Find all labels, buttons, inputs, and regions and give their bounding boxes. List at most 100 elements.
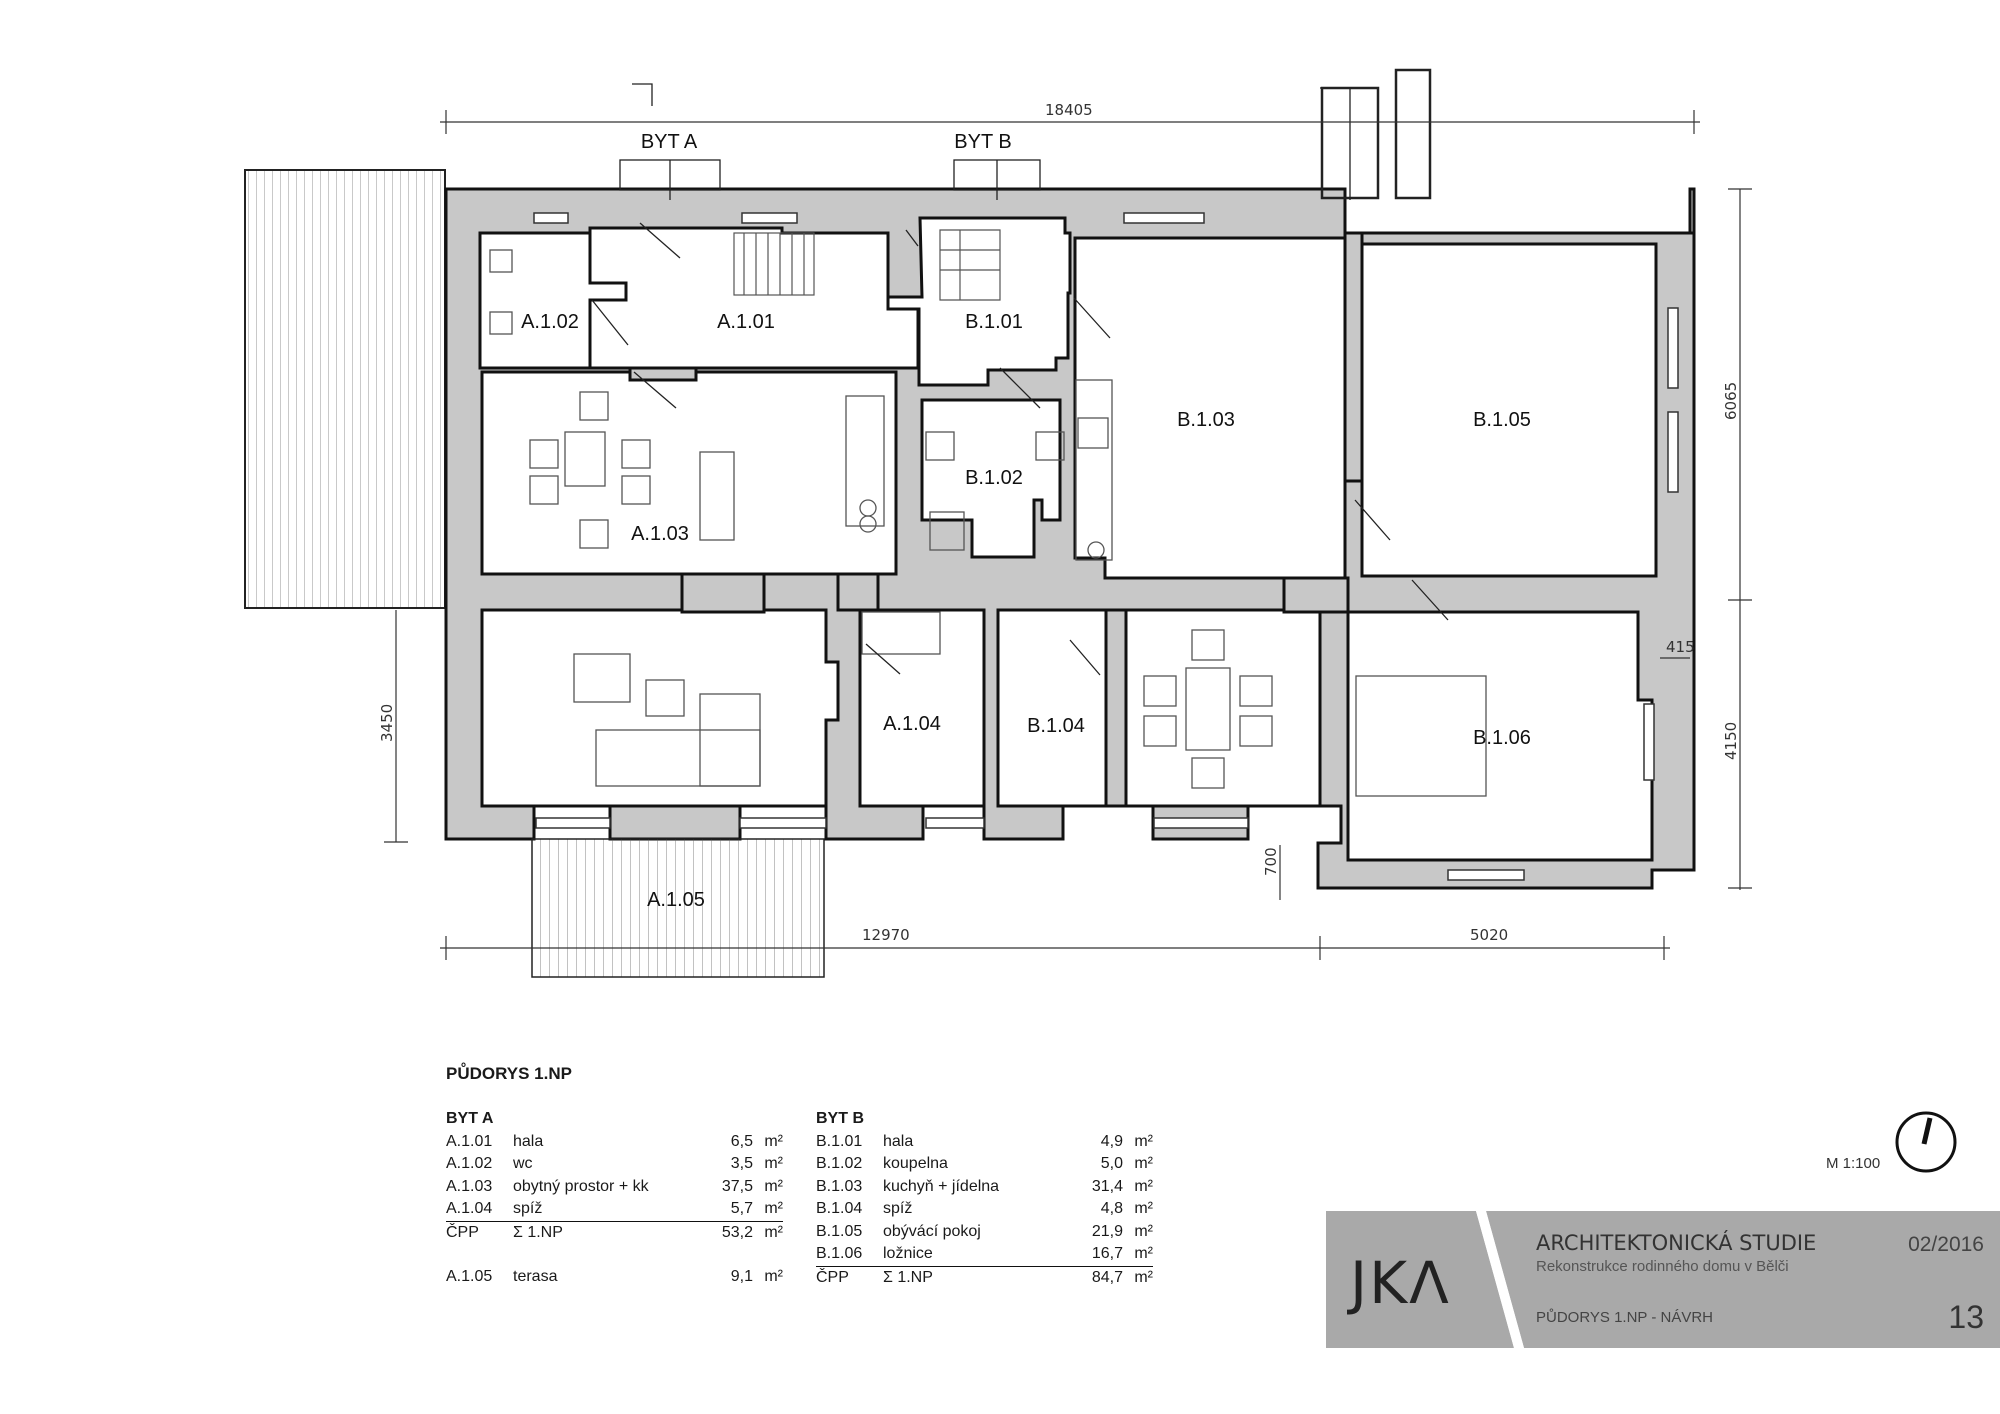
- total-code: ČPP: [446, 1223, 479, 1241]
- area-unit: m²: [1134, 1177, 1153, 1195]
- room-code: A.1.01: [446, 1132, 493, 1150]
- company-logo: JKΛ: [1350, 1249, 1451, 1317]
- room-name: terasa: [513, 1268, 558, 1285]
- scale-label: M 1:100: [1826, 1155, 1881, 1172]
- room-area: 4,9: [1100, 1132, 1123, 1150]
- table-header-label: BYT A: [446, 1110, 494, 1127]
- study-title: ARCHITEKTONICKÁ STUDIE: [1536, 1231, 1817, 1255]
- entry-marks: [619, 68, 1432, 200]
- room-code: B.1.05: [816, 1222, 863, 1240]
- north-arrow-icon: [1895, 1111, 1957, 1173]
- area-unit: m²: [1134, 1222, 1153, 1240]
- room-name: hala: [883, 1132, 914, 1150]
- total-code: ČPP: [816, 1268, 849, 1286]
- project-subtitle: Rekonstrukce rodinného domu v Bělči: [1536, 1258, 1789, 1275]
- room-area: 5,7: [730, 1200, 753, 1217]
- room-code: B.1.01: [816, 1132, 863, 1150]
- dim-right-lower: 4150: [1722, 722, 1740, 760]
- room-label: A.1.04: [883, 713, 941, 735]
- room-label: B.1.02: [965, 467, 1023, 489]
- neighbor-building: [244, 169, 446, 609]
- total-name: Σ 1.NP: [513, 1223, 563, 1241]
- dim-bottom-left: 12970: [862, 926, 910, 944]
- dim-right-upper: 6065: [1722, 382, 1740, 420]
- total-area: 84,7: [1091, 1268, 1123, 1286]
- room-area: 5,0: [1100, 1155, 1123, 1172]
- room-code: B.1.03: [816, 1177, 863, 1195]
- table-row: B.1.03 kuchyň + jídelna 31,4 m²: [816, 1176, 1153, 1199]
- room-label: A.1.02: [521, 311, 579, 333]
- room-code: A.1.03: [446, 1177, 493, 1195]
- table-row: B.1.02 koupelna 5,0 m²: [816, 1153, 1153, 1176]
- room-area: 4,8: [1100, 1200, 1123, 1217]
- room-code: B.1.02: [816, 1155, 863, 1172]
- room-name: obývácí pokoj: [883, 1222, 981, 1240]
- dimension-lines: [384, 110, 1752, 960]
- room-code: A.1.02: [446, 1155, 493, 1172]
- dim-bottom-right: 5020: [1470, 926, 1508, 944]
- room-voids: [478, 216, 1658, 862]
- room-name: ložnice: [883, 1245, 933, 1262]
- room-code: B.1.04: [816, 1200, 863, 1217]
- area-unit: m²: [764, 1132, 783, 1150]
- table-total-row: ČPP Σ 1.NP 84,7 m²: [816, 1267, 1153, 1290]
- room-name: hala: [513, 1132, 544, 1150]
- room-label: B.1.03: [1177, 409, 1235, 431]
- dim-small: 415: [1666, 638, 1695, 656]
- entry-label-byt-b: BYT B: [954, 131, 1011, 153]
- room-code: B.1.06: [816, 1245, 863, 1262]
- room-label: B.1.04: [1027, 715, 1085, 737]
- room-label: B.1.01: [965, 311, 1023, 333]
- schedule-byt-a: BYT A A.1.01 hala 6,5 m² A.1.02 wc 3,5 m…: [446, 1108, 783, 1289]
- interior-walls: [628, 231, 1364, 808]
- room-label: A.1.03: [631, 523, 689, 545]
- dim-left-height: 3450: [378, 704, 396, 742]
- title-block: JKΛ ARCHITEKTONICKÁ STUDIE Rekonstrukce …: [1326, 1211, 2000, 1348]
- room-code: A.1.04: [446, 1200, 493, 1217]
- windows: [533, 212, 1679, 881]
- room-label: A.1.01: [717, 311, 775, 333]
- room-name: koupelna: [883, 1155, 948, 1172]
- drawing-date: 02/2016: [1908, 1233, 1984, 1256]
- area-unit: m²: [1134, 1132, 1153, 1150]
- table-header: BYT B: [816, 1108, 1153, 1131]
- area-unit: m²: [764, 1223, 783, 1241]
- area-unit: m²: [764, 1155, 783, 1172]
- table-row: B.1.04 spíž 4,8 m²: [816, 1198, 1153, 1221]
- table-row: A.1.05 terasa 9,1 m²: [446, 1266, 783, 1289]
- area-unit: m²: [1134, 1200, 1153, 1217]
- drawing-name: PŮDORYS 1.NP - NÁVRH: [1536, 1309, 1713, 1326]
- room-name: wc: [513, 1155, 533, 1172]
- area-unit: m²: [764, 1268, 783, 1285]
- page-number: 13: [1948, 1299, 1984, 1335]
- table-row: A.1.04 spíž 5,7 m²: [446, 1198, 783, 1222]
- area-unit: m²: [1134, 1245, 1153, 1262]
- schedule-title: PŮDORYS 1.NP: [446, 1064, 572, 1083]
- room-area: 21,9: [1091, 1222, 1123, 1240]
- door-swings: [591, 222, 1449, 676]
- room-label: B.1.06: [1473, 727, 1531, 749]
- room-area: 3,5: [730, 1155, 753, 1172]
- title-block-background: [1326, 1211, 2000, 1348]
- total-area: 53,2: [721, 1223, 753, 1241]
- area-unit: m²: [764, 1177, 783, 1195]
- stairs: [733, 229, 1001, 301]
- room-area: 6,5: [730, 1132, 753, 1150]
- room-code: A.1.05: [446, 1268, 493, 1285]
- table-row: B.1.05 obývácí pokoj 21,9 m²: [816, 1221, 1153, 1244]
- area-unit: m²: [764, 1200, 783, 1217]
- room-name: kuchyň + jídelna: [883, 1177, 1000, 1195]
- dim-wall-offset: 700: [1262, 847, 1280, 876]
- table-total-row: ČPP Σ 1.NP 53,2 m²: [446, 1222, 783, 1245]
- terrace: [531, 838, 825, 978]
- room-name: spíž: [883, 1200, 913, 1217]
- room-area: 37,5: [721, 1177, 753, 1195]
- dim-overall-width: 18405: [1045, 101, 1093, 119]
- room-label: B.1.05: [1473, 409, 1531, 431]
- room-name: spíž: [513, 1200, 543, 1217]
- table-header: BYT A: [446, 1108, 783, 1131]
- table-row: B.1.01 hala 4,9 m²: [816, 1131, 1153, 1154]
- room-area: 31,4: [1091, 1177, 1123, 1195]
- room-label: A.1.05: [647, 889, 705, 911]
